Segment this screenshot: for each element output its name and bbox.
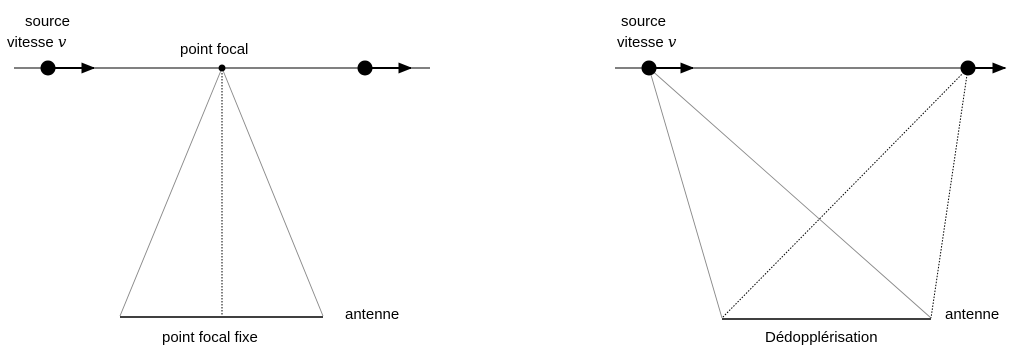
left-antenna-label: antenne — [345, 306, 400, 323]
right-ray-source2-to-antenna-right — [930, 67, 969, 319]
right-ray-source2-to-antenna-left — [721, 67, 969, 319]
left-ray-to-antenna-right — [221, 67, 324, 317]
left-source-velocity-text: vitesse — [7, 34, 58, 51]
right-ray-source1-to-antenna-left — [648, 67, 723, 319]
left-source-label-line1: source — [25, 13, 71, 30]
right-source-1-dot — [641, 60, 657, 76]
left-ray-to-antenna-left — [119, 67, 223, 317]
right-source-label-line1: source — [621, 13, 667, 30]
left-panel — [14, 60, 430, 318]
left-caption: point focal fixe — [162, 329, 258, 346]
left-source-1-dot — [40, 60, 56, 76]
left-focal-point-label: point focal — [180, 41, 249, 58]
right-source-velocity-symbol: v — [667, 33, 677, 51]
right-antenna-label: antenne — [945, 306, 1000, 323]
right-source-label-line2: vitesse v — [617, 33, 677, 52]
right-panel — [615, 60, 1007, 320]
left-source-2-dot — [357, 60, 373, 76]
left-source-velocity-symbol: v — [57, 33, 67, 51]
right-source-2-dot — [960, 60, 976, 76]
right-caption: Dédopplérisation — [765, 329, 878, 346]
right-source-velocity-text: vitesse — [617, 34, 668, 51]
left-focal-point-dot — [218, 64, 226, 72]
left-source-label-line2: vitesse v — [7, 33, 67, 52]
right-ray-source1-to-antenna-right — [648, 67, 932, 319]
